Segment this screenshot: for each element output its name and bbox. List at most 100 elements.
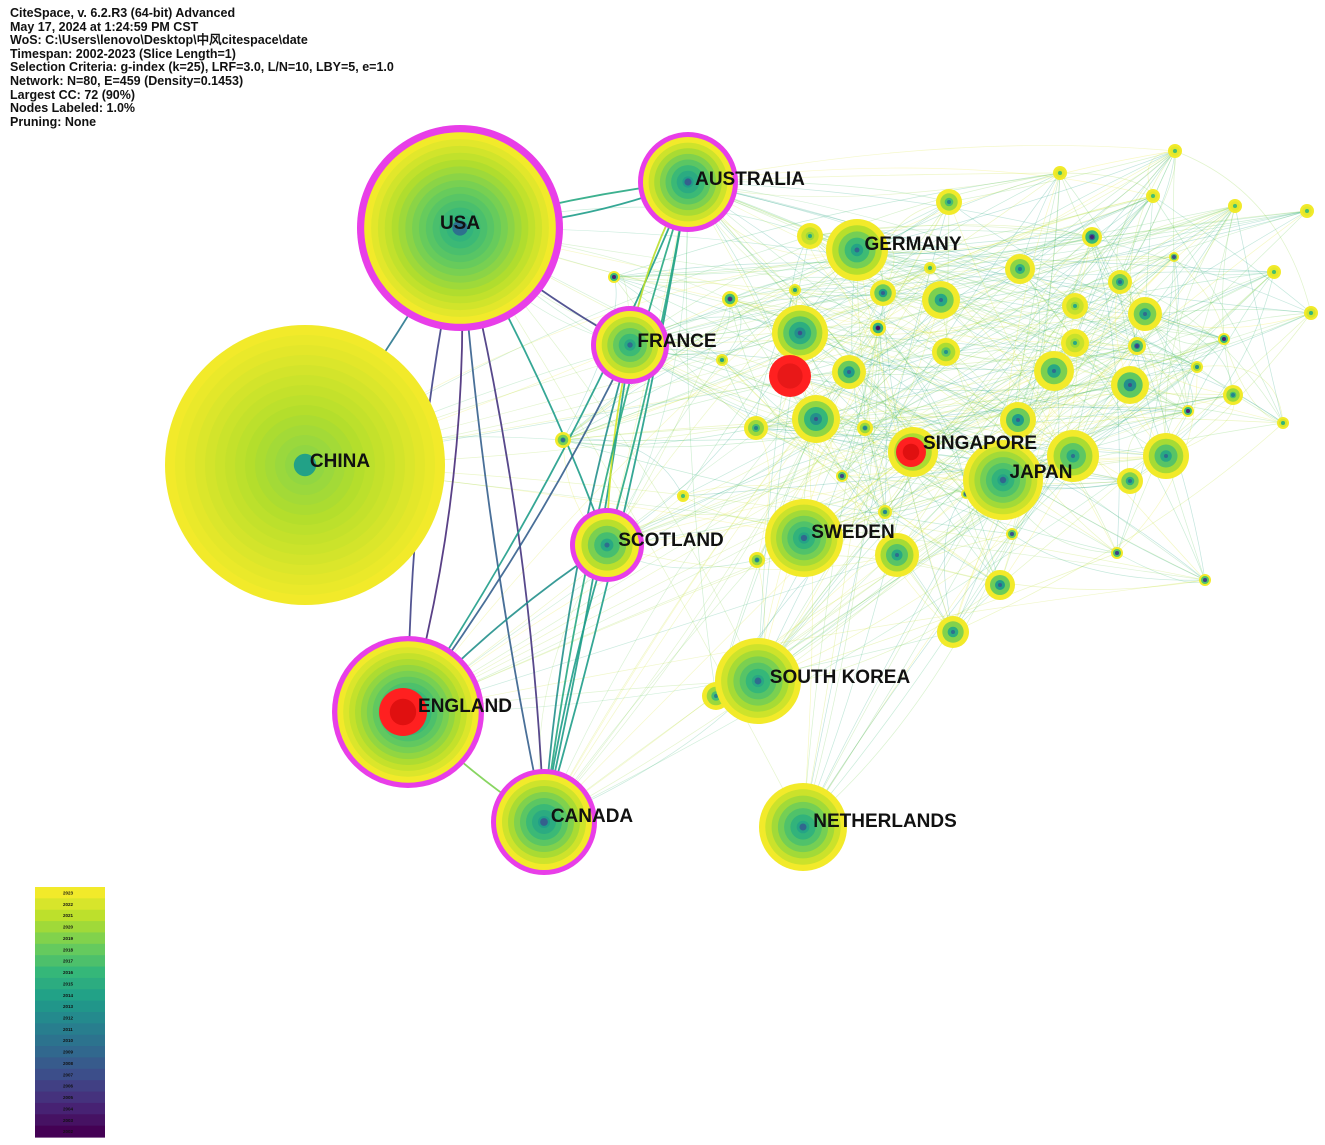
legend-swatch (35, 1034, 105, 1047)
country-node[interactable] (722, 291, 738, 307)
country-node[interactable] (1006, 528, 1018, 540)
country-node[interactable] (555, 432, 571, 448)
country-node[interactable] (1108, 270, 1132, 294)
country-node[interactable] (836, 470, 848, 482)
country-node[interactable] (772, 305, 828, 361)
country-node[interactable] (1034, 351, 1074, 391)
country-node[interactable] (857, 420, 873, 436)
faint-edge (682, 249, 858, 497)
node-sweden[interactable] (765, 499, 843, 577)
country-node[interactable] (1061, 329, 1089, 357)
country-node[interactable] (922, 281, 960, 319)
node-japan[interactable] (963, 440, 1043, 520)
country-node[interactable] (1277, 417, 1289, 429)
faint-edge (841, 150, 1176, 477)
country-node[interactable] (1111, 366, 1149, 404)
country-node-core (561, 438, 565, 442)
country-node[interactable] (1168, 144, 1182, 158)
country-node[interactable] (870, 320, 886, 336)
country-node[interactable] (1182, 405, 1194, 417)
country-node[interactable] (1146, 189, 1160, 203)
country-node[interactable] (832, 355, 866, 389)
node-england[interactable] (332, 636, 484, 788)
country-node[interactable] (1128, 297, 1162, 331)
country-node-core (1135, 344, 1139, 348)
country-node[interactable] (1169, 252, 1179, 262)
node-netherlands[interactable] (759, 783, 847, 871)
faint-edge (629, 267, 931, 346)
node-france[interactable] (591, 306, 669, 384)
country-node[interactable] (1082, 227, 1102, 247)
node-labels: USACHINAENGLANDAUSTRALIAGERMANYFRANCESCO… (310, 169, 1073, 832)
country-node[interactable] (924, 262, 936, 274)
country-node[interactable] (875, 533, 919, 577)
country-node[interactable] (1199, 574, 1211, 586)
faint-edge (912, 443, 1167, 457)
faint-edge (896, 305, 1076, 556)
country-node[interactable] (1053, 166, 1067, 180)
faint-edge (1053, 354, 1198, 372)
country-node[interactable] (1228, 199, 1242, 213)
faint-edge (794, 289, 1019, 421)
node-china[interactable] (165, 325, 445, 605)
faint-edge (1119, 150, 1176, 283)
node-usa[interactable] (357, 125, 563, 331)
country-node[interactable] (1304, 306, 1318, 320)
country-node[interactable] (1267, 265, 1281, 279)
country-node[interactable] (870, 280, 896, 306)
faint-edge (729, 210, 1308, 300)
country-node[interactable] (985, 570, 1015, 600)
faint-edge (948, 150, 1176, 203)
faint-edge (1091, 236, 1284, 424)
legend-year: 2020 (63, 925, 74, 930)
country-node[interactable] (608, 271, 620, 283)
node-south-korea[interactable] (715, 638, 801, 724)
faint-edge (613, 249, 858, 283)
faint-edge (715, 292, 884, 697)
country-node[interactable] (716, 354, 728, 366)
node-scotland[interactable] (570, 508, 644, 582)
country-node[interactable] (1300, 204, 1314, 218)
node-canada[interactable] (491, 769, 597, 875)
legend-year: 2002 (63, 1129, 74, 1134)
country-node[interactable] (1062, 293, 1088, 319)
country-node[interactable] (937, 616, 969, 648)
country-node[interactable] (789, 284, 801, 296)
node-singapore[interactable] (888, 427, 938, 477)
faint-edge (729, 236, 1093, 300)
faint-edge (686, 181, 717, 697)
country-node[interactable] (749, 552, 765, 568)
country-node[interactable] (932, 338, 960, 366)
country-node[interactable] (1047, 430, 1099, 482)
faint-edge (856, 195, 1154, 254)
node-australia[interactable] (638, 132, 738, 232)
country-node[interactable] (1128, 337, 1146, 355)
country-node[interactable] (1223, 385, 1243, 405)
country-node[interactable] (1000, 402, 1036, 438)
label-france: FRANCE (637, 331, 716, 352)
country-node[interactable] (1005, 254, 1035, 284)
country-node[interactable] (792, 395, 840, 443)
faint-edge (1234, 205, 1284, 424)
country-node[interactable] (797, 223, 823, 249)
node-sweden-core (800, 534, 808, 542)
country-node[interactable] (1191, 361, 1203, 373)
faint-edge (613, 276, 1198, 368)
faint-edge (757, 256, 1175, 682)
legend-year: 2016 (63, 970, 74, 975)
country-node[interactable] (744, 416, 768, 440)
label-canada: CANADA (551, 806, 634, 827)
node-germany[interactable] (826, 219, 888, 281)
country-node[interactable] (1111, 547, 1123, 559)
info-line-selection-criteria: Selection Criteria: g-index (k=25), LRF=… (10, 60, 394, 75)
country-node[interactable] (1117, 468, 1143, 494)
country-node[interactable] (1143, 433, 1189, 479)
info-line-pruning: Pruning: None (10, 114, 97, 129)
country-node[interactable] (936, 189, 962, 215)
node-china-core (293, 453, 317, 477)
country-node[interactable] (677, 490, 689, 502)
country-node[interactable] (1218, 333, 1230, 345)
country-node[interactable] (769, 355, 811, 397)
country-node-core (808, 234, 812, 238)
country-node[interactable] (878, 505, 892, 519)
